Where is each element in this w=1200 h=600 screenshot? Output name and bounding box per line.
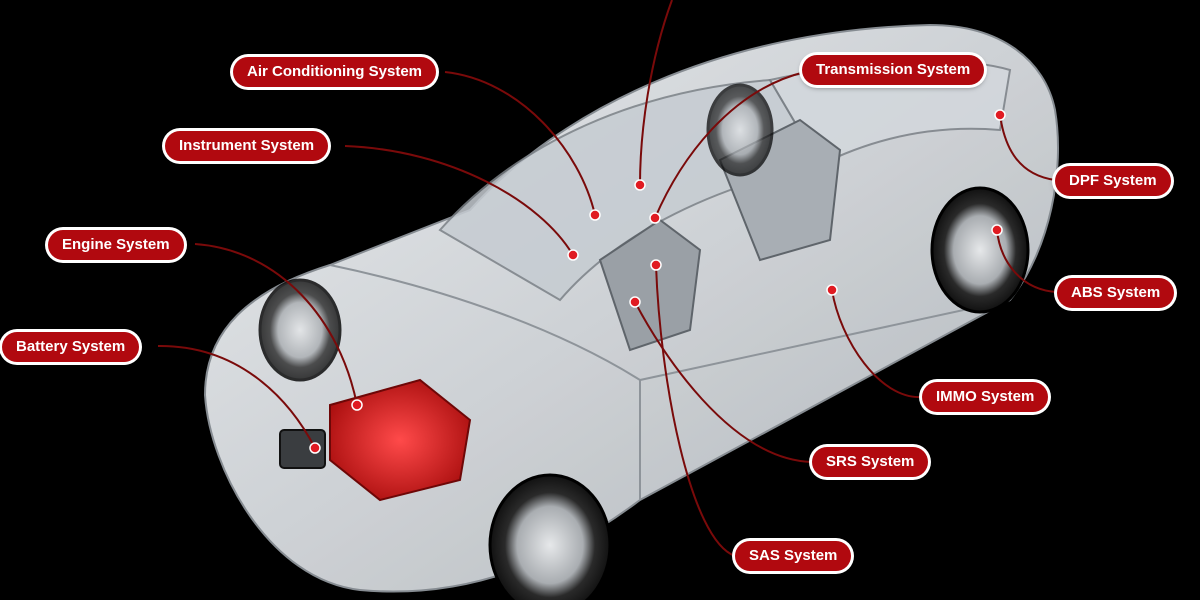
marker-engine <box>351 399 363 411</box>
engine-block <box>329 378 472 502</box>
leader-battery <box>157 344 316 449</box>
label-sas: SAS System <box>735 541 852 571</box>
leader-abs <box>996 229 1058 293</box>
label-battery: Battery System <box>2 332 140 362</box>
leader-immo <box>831 289 923 399</box>
front-left-wheel <box>488 473 612 600</box>
leader-air-conditioning <box>444 71 596 216</box>
rear-left-wheel <box>706 83 774 177</box>
leader-instrument <box>344 145 574 256</box>
leader-engine <box>194 243 358 406</box>
marker-battery <box>309 442 321 454</box>
label-instrument: Instrument System <box>165 131 329 161</box>
label-air-conditioning: Air Conditioning System <box>233 57 437 87</box>
marker-transmission <box>649 212 661 224</box>
label-engine: Engine System <box>48 230 184 260</box>
front-right-wheel <box>258 278 342 382</box>
marker-instrument <box>567 249 579 261</box>
label-srs: SRS System <box>812 447 929 477</box>
label-immo: IMMO System <box>922 382 1049 412</box>
battery-unit <box>279 429 326 469</box>
body-line <box>329 264 1011 382</box>
leader-top <box>639 0 673 186</box>
front-seat <box>598 218 702 352</box>
marker-srs <box>629 296 641 308</box>
marker-abs <box>991 224 1003 236</box>
label-transmission: Transmission System <box>802 55 985 85</box>
marker-immo <box>826 284 838 296</box>
marker-air-conditioning <box>589 209 601 221</box>
leader-dpf <box>999 114 1056 181</box>
rear-right-wheel <box>930 186 1030 314</box>
marker-sas <box>650 259 662 271</box>
leader-transmission <box>654 71 806 219</box>
leader-srs <box>634 301 813 463</box>
label-dpf: DPF System <box>1055 166 1171 196</box>
marker-dpf <box>994 109 1006 121</box>
marker-top <box>634 179 646 191</box>
leader-sas <box>655 264 736 557</box>
label-abs: ABS System <box>1057 278 1175 308</box>
